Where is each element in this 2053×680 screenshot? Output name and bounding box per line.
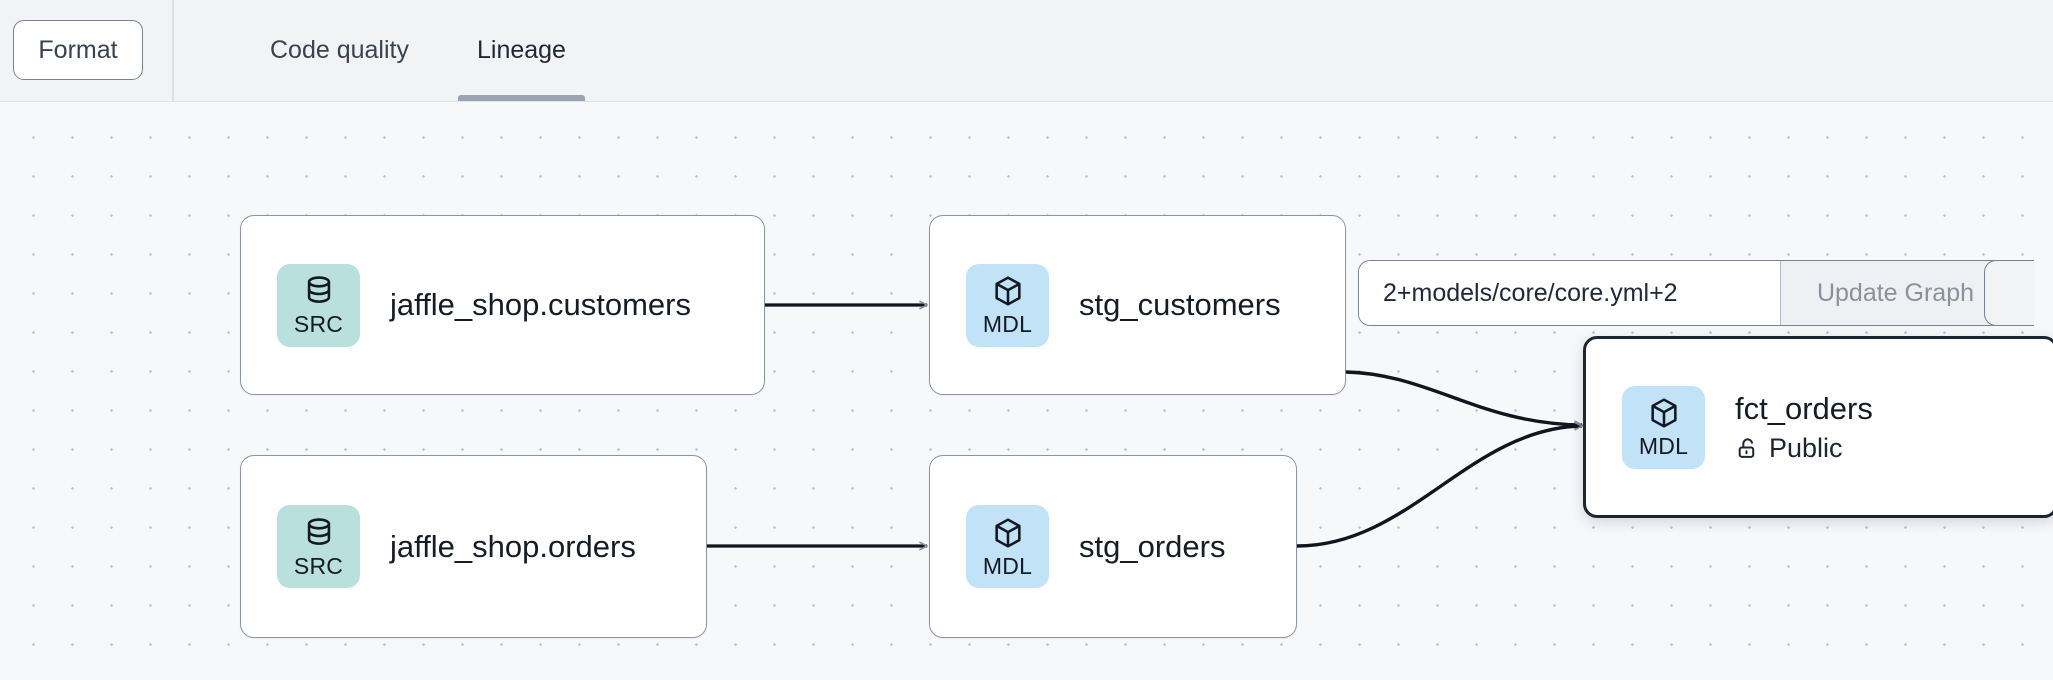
- lineage-node-src-customers[interactable]: SRC jaffle_shop.customers: [240, 215, 765, 395]
- editor-toolbar: Format Code quality Lineage: [0, 0, 2053, 102]
- lineage-node-stg-customers[interactable]: MDL stg_customers: [929, 215, 1346, 395]
- node-access-label: Public: [1769, 432, 1843, 463]
- badge-mdl: MDL: [966, 505, 1049, 588]
- badge-mdl: MDL: [1622, 385, 1705, 469]
- toolbar-divider: [172, 0, 174, 101]
- format-button[interactable]: Format: [13, 20, 143, 80]
- tab-bar: Code quality Lineage: [236, 0, 600, 101]
- tab-lineage[interactable]: Lineage: [443, 0, 600, 101]
- database-icon: [307, 276, 330, 303]
- cube-icon: [994, 517, 1021, 548]
- node-label: jaffle_shop.customers: [390, 287, 691, 322]
- database-icon: [307, 517, 330, 545]
- badge-label: MDL: [982, 311, 1033, 337]
- unlock-icon: [1738, 437, 1755, 458]
- node-label: stg_orders: [1079, 528, 1226, 564]
- cube-icon: [994, 276, 1021, 306]
- node-label: jaffle_shop.orders: [390, 528, 636, 564]
- node-label: stg_customers: [1079, 287, 1281, 322]
- badge-label: SRC: [293, 552, 344, 579]
- lineage-canvas[interactable]: SRC jaffle_shop.customers SRC jaffle_sho…: [0, 102, 2053, 680]
- badge-label: MDL: [982, 552, 1033, 579]
- badge-label: SRC: [293, 311, 344, 337]
- node-label: fct_orders: [1735, 390, 1873, 426]
- badge-mdl: MDL: [966, 263, 1049, 347]
- graph-options-button[interactable]: [1984, 260, 2034, 326]
- update-graph-button[interactable]: Update Graph: [1780, 261, 2010, 325]
- badge-src: SRC: [277, 263, 360, 347]
- badge-label: MDL: [1638, 433, 1689, 459]
- edge-stg-orders-to-fct-orders: [1296, 426, 1582, 548]
- lineage-edges: [707, 102, 2053, 680]
- dbt-selector-input[interactable]: [1359, 261, 1780, 325]
- edge-stg-customers-to-fct-orders: [1345, 370, 1582, 425]
- cube-icon: [1650, 398, 1677, 428]
- dbt-selector-group[interactable]: Update Graph: [1358, 260, 2011, 326]
- lineage-node-fct-orders[interactable]: MDL fct_orders Public: [1583, 336, 2053, 518]
- lineage-node-src-orders[interactable]: SRC jaffle_shop.orders: [240, 455, 707, 638]
- tab-code-quality[interactable]: Code quality: [270, 36, 409, 64]
- lineage-node-stg-orders[interactable]: MDL stg_orders: [929, 455, 1297, 638]
- badge-src: SRC: [277, 505, 360, 588]
- node-access-badge: Public: [1735, 433, 1873, 464]
